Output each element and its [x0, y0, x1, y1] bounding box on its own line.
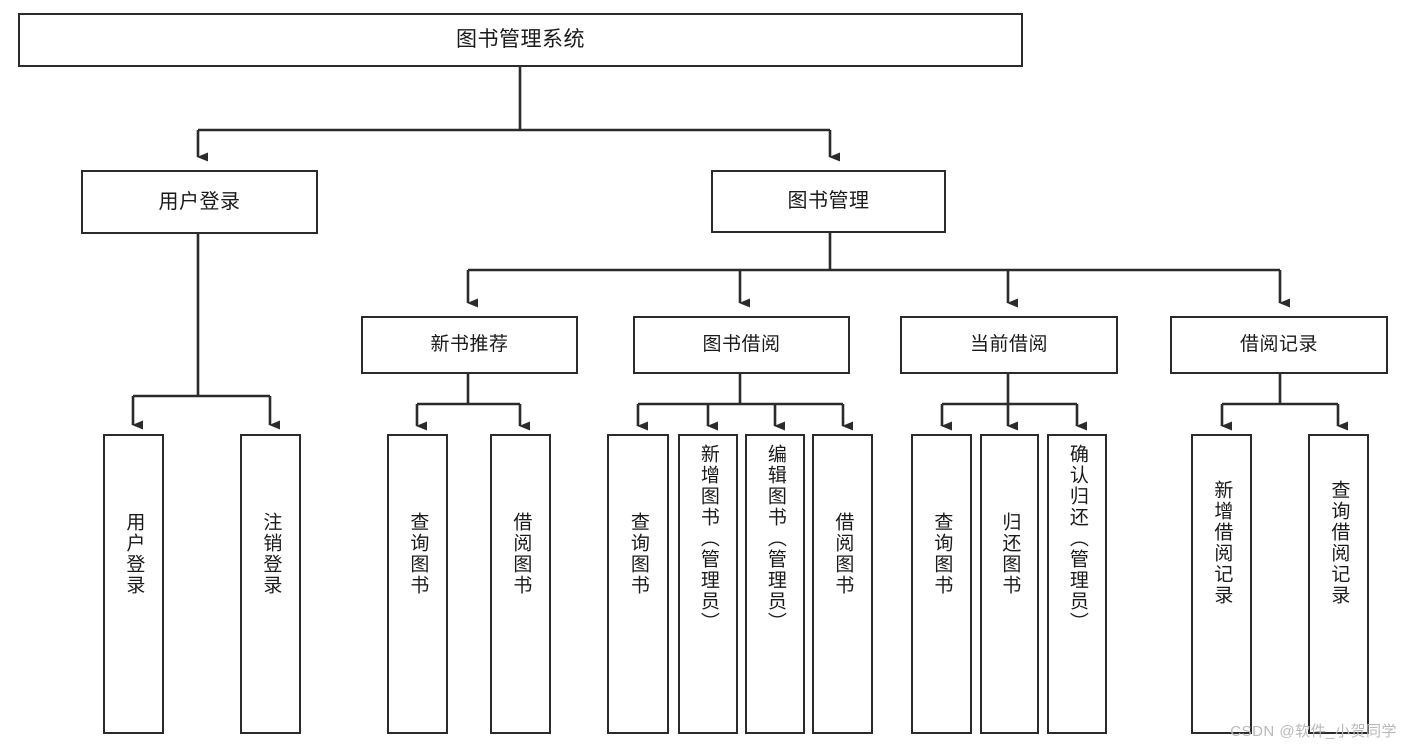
- leaf-query-book-2[interactable]: 查询图书: [607, 434, 669, 734]
- watermark: CSDN @软件_小贺同学: [1230, 723, 1397, 740]
- node-label: 查询借阅记录: [1328, 480, 1350, 606]
- leaf-add-record[interactable]: 新增借阅记录: [1191, 434, 1252, 734]
- leaf-borrow-book-2[interactable]: 借阅图书: [812, 434, 873, 734]
- node-label: 新书推荐: [430, 334, 509, 356]
- node-label: 当前借阅: [969, 334, 1048, 356]
- node-label: 用户登录: [123, 512, 145, 596]
- leaf-query-book-3[interactable]: 查询图书: [911, 434, 972, 734]
- leaf-borrow-book-1[interactable]: 借阅图书: [490, 434, 551, 734]
- node-label: 图书借阅: [702, 334, 781, 356]
- leaf-return-book[interactable]: 归还图书: [980, 434, 1039, 734]
- leaf-logout[interactable]: 注销登录: [240, 434, 301, 734]
- node-label: 编辑图书（管理员）: [764, 444, 786, 633]
- node-label: 借阅图书: [832, 512, 854, 596]
- node-new-book-recommend[interactable]: 新书推荐: [361, 316, 578, 374]
- node-root-system[interactable]: 图书管理系统: [18, 13, 1023, 67]
- node-label: 确认归还（管理员）: [1066, 444, 1088, 633]
- node-current-borrow[interactable]: 当前借阅: [900, 316, 1118, 374]
- node-label: 注销登录: [260, 512, 282, 596]
- node-label: 用户登录: [158, 190, 241, 213]
- node-label: 查询图书: [407, 512, 429, 596]
- node-label: 归还图书: [999, 512, 1021, 596]
- node-label: 查询图书: [627, 512, 649, 596]
- node-book-manage[interactable]: 图书管理: [711, 170, 946, 233]
- leaf-user-login[interactable]: 用户登录: [103, 434, 164, 734]
- node-label: 查询图书: [931, 512, 953, 596]
- node-user-login[interactable]: 用户登录: [81, 170, 318, 234]
- node-borrow-record[interactable]: 借阅记录: [1170, 316, 1388, 374]
- leaf-query-book-1[interactable]: 查询图书: [387, 434, 448, 734]
- node-label: 新增借阅记录: [1211, 480, 1233, 606]
- node-label: 借阅记录: [1239, 334, 1318, 356]
- node-book-borrow[interactable]: 图书借阅: [633, 316, 850, 374]
- leaf-query-record[interactable]: 查询借阅记录: [1308, 434, 1369, 734]
- node-label: 借阅图书: [510, 512, 532, 596]
- leaf-add-book[interactable]: 新增图书（管理员）: [678, 434, 738, 734]
- node-label: 新增图书（管理员）: [697, 444, 719, 633]
- leaf-confirm-return[interactable]: 确认归还（管理员）: [1047, 434, 1107, 734]
- node-label: 图书管理: [787, 190, 870, 212]
- node-label: 图书管理系统: [456, 27, 585, 51]
- leaf-edit-book[interactable]: 编辑图书（管理员）: [745, 434, 805, 734]
